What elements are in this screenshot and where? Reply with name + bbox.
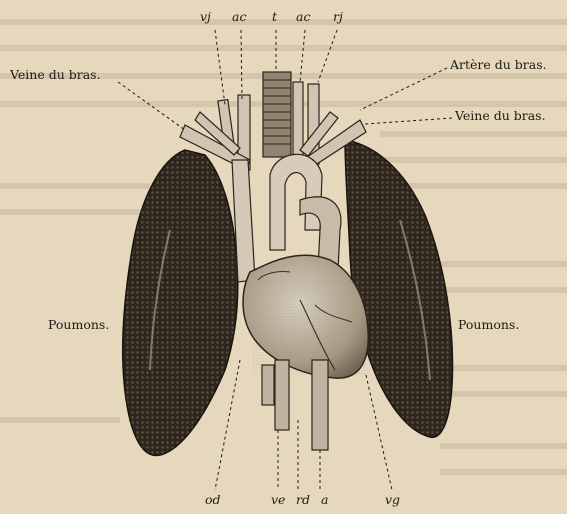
label-poumons-left: Poumons. (48, 317, 109, 332)
left-lung (123, 150, 238, 455)
label-od: od (205, 492, 221, 507)
label-veine-du-bras-left: Veine du bras. (10, 67, 101, 82)
label-t-top: t (272, 9, 277, 24)
label-rd: rd (296, 492, 310, 507)
label-vg: vg (385, 492, 400, 507)
label-ac-top-right: ac (296, 9, 310, 24)
label-poumons-right: Poumons. (458, 317, 519, 332)
label-rj-top: rj (333, 9, 343, 24)
label-ac-top-left: ac (232, 9, 246, 24)
label-artere-du-bras: Artère du bras. (450, 57, 547, 72)
label-ve: ve (271, 492, 285, 507)
label-a: a (321, 492, 328, 507)
label-vj-top: vj (200, 9, 211, 24)
label-veine-du-bras-right: Veine du bras. (455, 108, 546, 123)
